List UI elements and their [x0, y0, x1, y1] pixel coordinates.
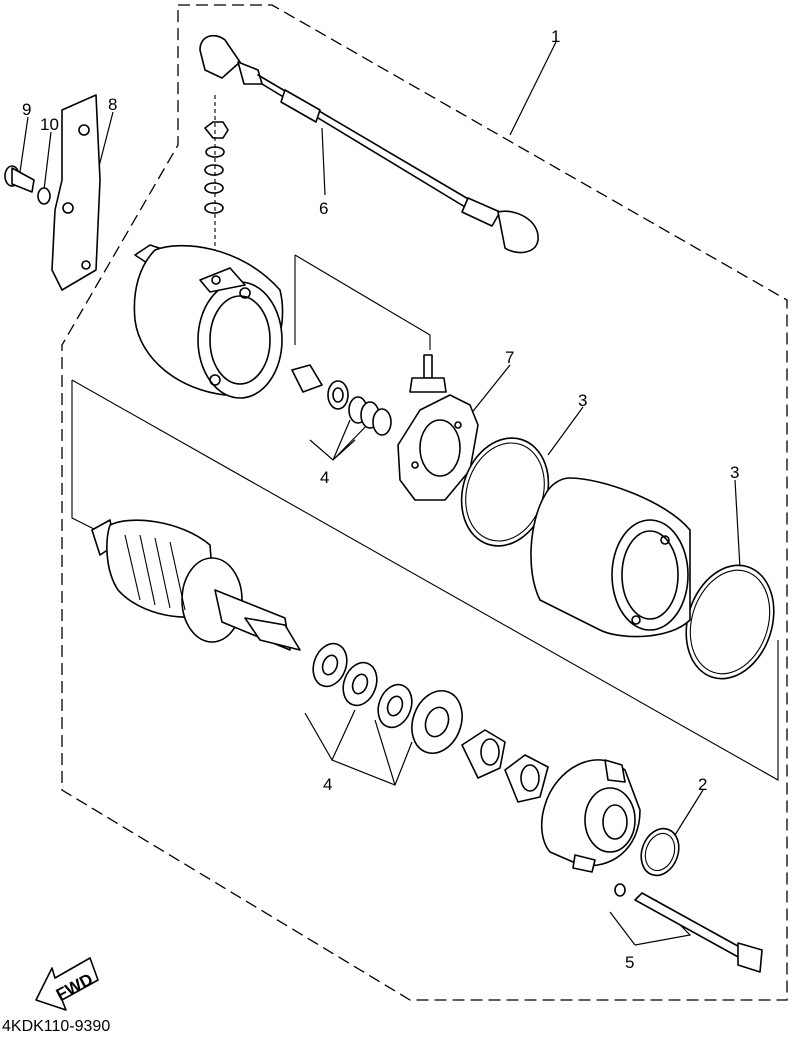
o-ring-lower-inner — [689, 569, 771, 675]
callout-3b: 3 — [730, 463, 739, 482]
callout-6: 6 — [319, 199, 328, 218]
bolt-washer — [614, 883, 626, 897]
callout-9: 9 — [22, 100, 31, 119]
bracket-bolt — [4, 165, 35, 193]
callout-3a: 3 — [578, 391, 587, 410]
brush-plate — [397, 394, 479, 501]
callout-4b: 4 — [323, 775, 332, 794]
bracket-washer — [37, 187, 51, 205]
armature — [91, 519, 301, 651]
fwd-arrow-icon — [35, 957, 99, 1011]
assembly-boundary — [61, 4, 788, 1001]
front-cover — [540, 759, 641, 873]
callout-7: 7 — [505, 348, 514, 367]
callout-4a: 4 — [320, 468, 329, 487]
mounting-bracket — [51, 94, 101, 291]
diagram-code: 4KDK110-9390 — [2, 1018, 111, 1035]
rear-cover — [133, 244, 284, 399]
long-bolt — [634, 892, 763, 973]
callout-2: 2 — [698, 775, 707, 794]
brush-frame — [294, 254, 431, 350]
lead-wire — [199, 34, 539, 254]
callout-1: 1 — [551, 27, 560, 46]
callout-5: 5 — [625, 953, 634, 972]
brush-parts — [291, 354, 447, 436]
armature-frame — [71, 379, 779, 781]
callout-8: 8 — [108, 95, 117, 114]
shims-and-bearings — [312, 642, 549, 803]
yoke-housing — [530, 477, 691, 638]
callout-10: 10 — [40, 115, 59, 134]
terminal-nut-washers — [204, 95, 229, 275]
